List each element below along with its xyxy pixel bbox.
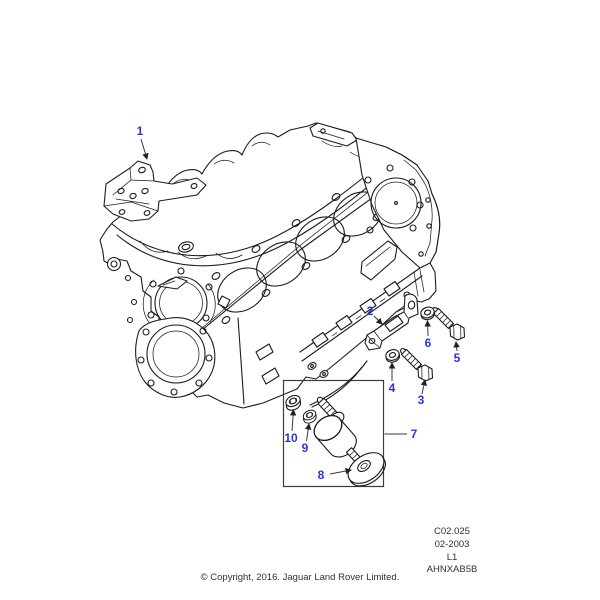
callout-9[interactable]: 9 xyxy=(301,441,309,455)
inset-parts-box xyxy=(282,360,386,488)
callout-10[interactable]: 10 xyxy=(284,431,298,445)
callout-6[interactable]: 6 xyxy=(424,336,432,350)
drawing-info-block: C02.025 02-2003 L1 AHNXAB5B xyxy=(407,526,497,577)
callout-3[interactable]: 3 xyxy=(417,393,425,407)
callout-7[interactable]: 7 xyxy=(410,427,418,441)
bracket-part-2 xyxy=(364,293,419,351)
leader-10 xyxy=(289,409,297,432)
leader-6 xyxy=(424,320,431,337)
drawing-number: C02.025 xyxy=(434,526,470,537)
bolt-part-3 xyxy=(398,346,434,382)
engine-block-illustration xyxy=(99,122,441,409)
washer-part-8 xyxy=(347,452,386,487)
nut-part-9 xyxy=(301,407,319,426)
mounting-bracket-part-1 xyxy=(103,160,207,222)
leader-9 xyxy=(304,423,312,442)
leader-2 xyxy=(373,315,383,325)
callout-1[interactable]: 1 xyxy=(136,124,144,138)
callout-2[interactable]: 2 xyxy=(366,304,374,318)
drawing-sheet: L1 xyxy=(446,551,458,563)
leader-3 xyxy=(420,379,428,395)
leader-lines xyxy=(140,138,460,475)
drawing-code: AHNXAB5B xyxy=(426,564,478,576)
drawing-date: 02-2003 xyxy=(434,538,470,550)
washer-part-4 xyxy=(383,347,402,365)
copyright-notice: © Copyright, 2016. Jaguar Land Rover Lim… xyxy=(200,572,400,583)
leader-5 xyxy=(453,341,460,352)
callout-4[interactable]: 4 xyxy=(388,381,396,395)
nut-part-10 xyxy=(283,392,303,413)
bolt-part-5 xyxy=(430,305,466,341)
location-curve xyxy=(309,360,368,406)
callout-8[interactable]: 8 xyxy=(317,468,325,482)
mount-assembly-part-7 xyxy=(313,396,363,464)
leader-1 xyxy=(140,138,149,160)
callout-5[interactable]: 5 xyxy=(453,351,461,365)
leader-8 xyxy=(329,467,352,475)
